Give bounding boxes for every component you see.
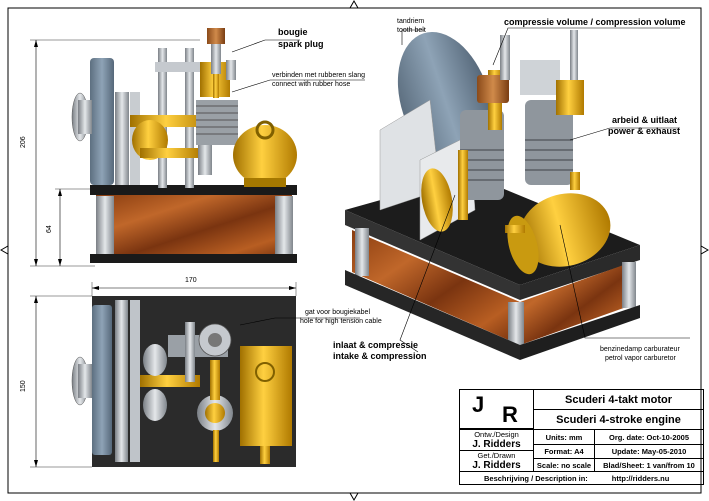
label-intake-en: intake & compression	[333, 351, 427, 361]
scale: Scale: no scale	[533, 458, 595, 472]
label-spark-plug: spark plug	[278, 39, 324, 49]
front-view	[30, 28, 297, 267]
title-nl: Scuderi 4-takt motor	[533, 389, 704, 410]
design-label: Ontw./Design	[474, 430, 519, 439]
drawn-label: Get./Drawn	[477, 451, 516, 460]
website-link[interactable]: http://ridders.nu	[611, 473, 670, 483]
sheet-number: Blad/Sheet: 1 van/from 10	[594, 458, 704, 472]
top-view	[30, 282, 297, 468]
logo-letter-j: J	[472, 392, 485, 417]
label-belt-nl: tandriem	[397, 18, 425, 25]
label-hole-nl: gat voor bougiekabel	[305, 309, 370, 316]
dim-height-total: 206	[20, 136, 27, 148]
logo-box: J R	[459, 389, 534, 429]
title-block: J R Scuderi 4-takt motor Scuderi 4-strok…	[459, 389, 704, 492]
label-hole-en: hole for high tension cable	[300, 318, 382, 325]
leader-lines	[231, 27, 690, 353]
format: Format: A4	[533, 444, 595, 459]
dim-height-base: 64	[46, 225, 53, 233]
drawn-cell: Get./Drawn J. Ridders	[459, 450, 534, 472]
dim-width: 170	[185, 277, 197, 284]
label-power-nl: arbeid & uitlaat	[612, 115, 678, 125]
label-intake-nl: inlaat & compressie	[333, 340, 419, 350]
drawn-name: J. Ridders	[472, 460, 521, 471]
isometric-view	[345, 30, 640, 360]
label-carb-nl: benzinedamp carburateur	[600, 346, 680, 353]
label-belt-en: tooth belt	[397, 27, 426, 34]
label-hose-en: connect with rubber hose	[272, 81, 351, 88]
org-date: Org. date: Oct-10-2005	[594, 429, 704, 445]
update-date: Update: May-05-2010	[594, 444, 704, 459]
description-label: Beschrijving / Description in:	[484, 473, 588, 483]
design-cell: Ontw./Design J. Ridders	[459, 429, 534, 451]
label-carb-en: petrol vapor carburetor	[605, 355, 676, 362]
label-compression-volume: compressie volume / compression volume	[504, 17, 686, 27]
dim-depth: 150	[20, 380, 27, 392]
label-hose-nl: verbinden met rubberen slang	[272, 72, 366, 79]
logo-letter-r: R	[502, 402, 518, 427]
design-name: J. Ridders	[472, 439, 521, 450]
description-row: Beschrijving / Description in: http://ri…	[459, 471, 704, 485]
title-en: Scuderi 4-stroke engine	[533, 409, 704, 430]
units: Units: mm	[533, 429, 595, 445]
label-bougie: bougie	[278, 27, 308, 37]
label-power-en: power & exhaust	[608, 126, 681, 136]
